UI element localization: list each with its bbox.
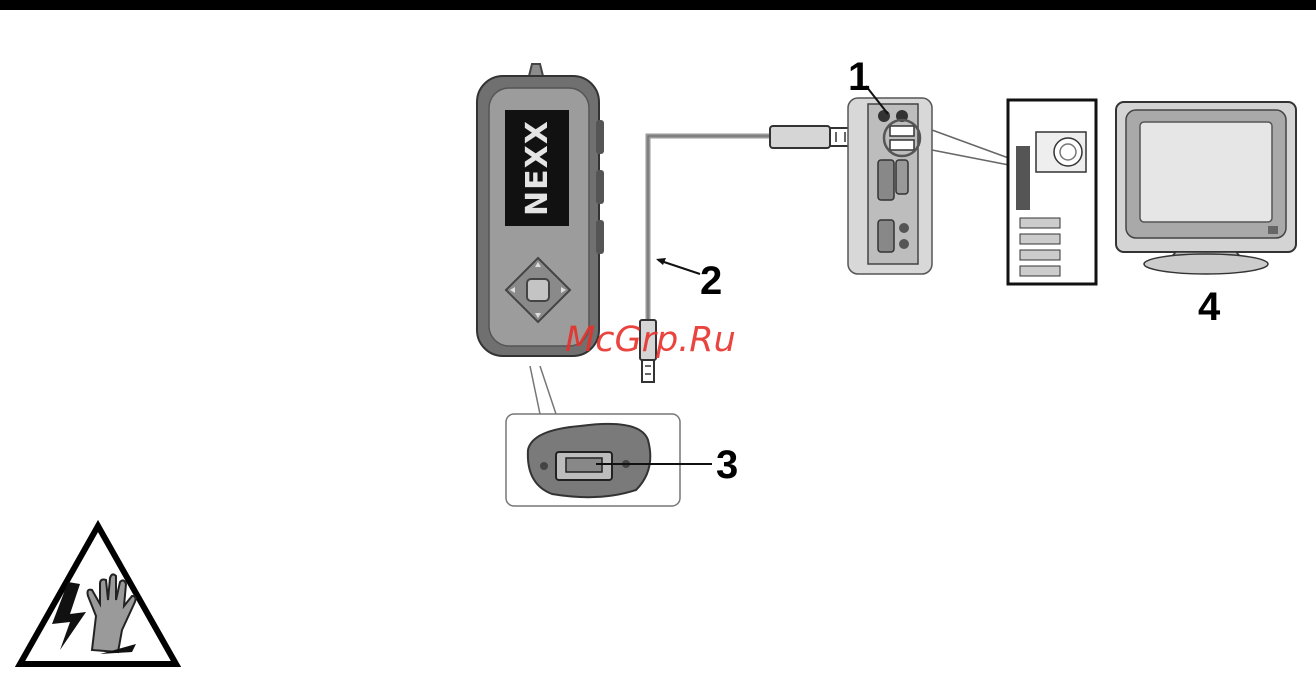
device-connector-zoom xyxy=(506,366,680,506)
watermark-text: McGrp.Ru xyxy=(565,320,736,360)
brand-logo: NEXX xyxy=(520,120,555,216)
monitor xyxy=(1116,102,1296,274)
callout-3-device-connector: 3 xyxy=(716,443,738,487)
callout-1-usb-port: 1 xyxy=(848,55,870,99)
electric-hazard-warning-icon xyxy=(20,526,176,664)
mp3-player: NEXX xyxy=(477,64,604,356)
callout-4-computer: 4 xyxy=(1198,285,1221,329)
computer-back-panel-zoom xyxy=(848,98,1014,274)
computer-tower xyxy=(1008,100,1096,284)
callout-2-usb-cable: 2 xyxy=(700,259,722,303)
